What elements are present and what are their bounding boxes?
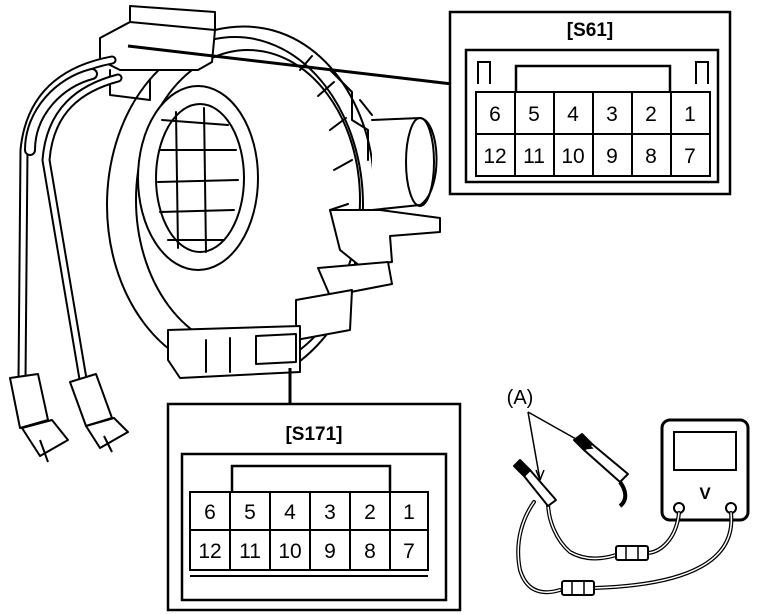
- s61-pin-1: 1: [684, 103, 696, 126]
- s61-pin-4: 4: [567, 103, 579, 126]
- connector-s61-title: [S61]: [567, 20, 613, 41]
- s61-pin-10: 10: [561, 145, 584, 168]
- s171-pin-2: 2: [364, 501, 376, 524]
- s61-pin-5: 5: [528, 103, 540, 126]
- s171-pin-5: 5: [244, 501, 256, 524]
- harness-terminals: [9, 373, 129, 463]
- s61-pin-6: 6: [489, 103, 501, 126]
- s171-pin-9: 9: [324, 540, 336, 563]
- s61-pin-7: 7: [684, 145, 696, 168]
- s171-pin-1: 1: [403, 501, 415, 524]
- s171-pin-7: 7: [403, 540, 415, 563]
- s171-pin-4: 4: [284, 501, 296, 524]
- s171-pin-11: 11: [239, 540, 261, 563]
- test-probes: [513, 433, 629, 508]
- s61-pin-12: 12: [483, 145, 506, 168]
- lead-fuse-lower: [561, 580, 595, 596]
- voltmeter-label: V: [699, 484, 711, 503]
- connector-s171-title: [S171]: [285, 424, 342, 445]
- s171-pin-12: 12: [198, 540, 221, 563]
- connector-s171-callout: [S171] 6 5 4 3 2 1 12 11 10 9 8 7: [166, 402, 462, 612]
- connector-s61-callout: [S61] 6 5 4 3 2 1 12 11 10 9 8 7: [448, 10, 732, 196]
- probe-pointer-lines: [527, 411, 594, 483]
- s61-pin-11: 11: [523, 145, 545, 168]
- s171-pin-6: 6: [204, 501, 216, 524]
- probe-callout-label: (A): [507, 387, 534, 409]
- voltmeter: V: [660, 418, 750, 522]
- s171-pin-3: 3: [324, 501, 336, 524]
- s61-pin-2: 2: [645, 103, 657, 126]
- s61-pin-8: 8: [645, 145, 657, 168]
- meter-leads-inner: [517, 501, 733, 593]
- s61-pin-3: 3: [606, 103, 618, 126]
- leader-lines: [127, 44, 453, 404]
- s171-pin-10: 10: [278, 540, 301, 563]
- clock-spring-illustration: [99, 5, 441, 379]
- lead-fuse-upper: [615, 545, 649, 561]
- s171-pin-8: 8: [364, 540, 376, 563]
- s61-pin-9: 9: [606, 145, 618, 168]
- harness-wires: [17, 55, 123, 390]
